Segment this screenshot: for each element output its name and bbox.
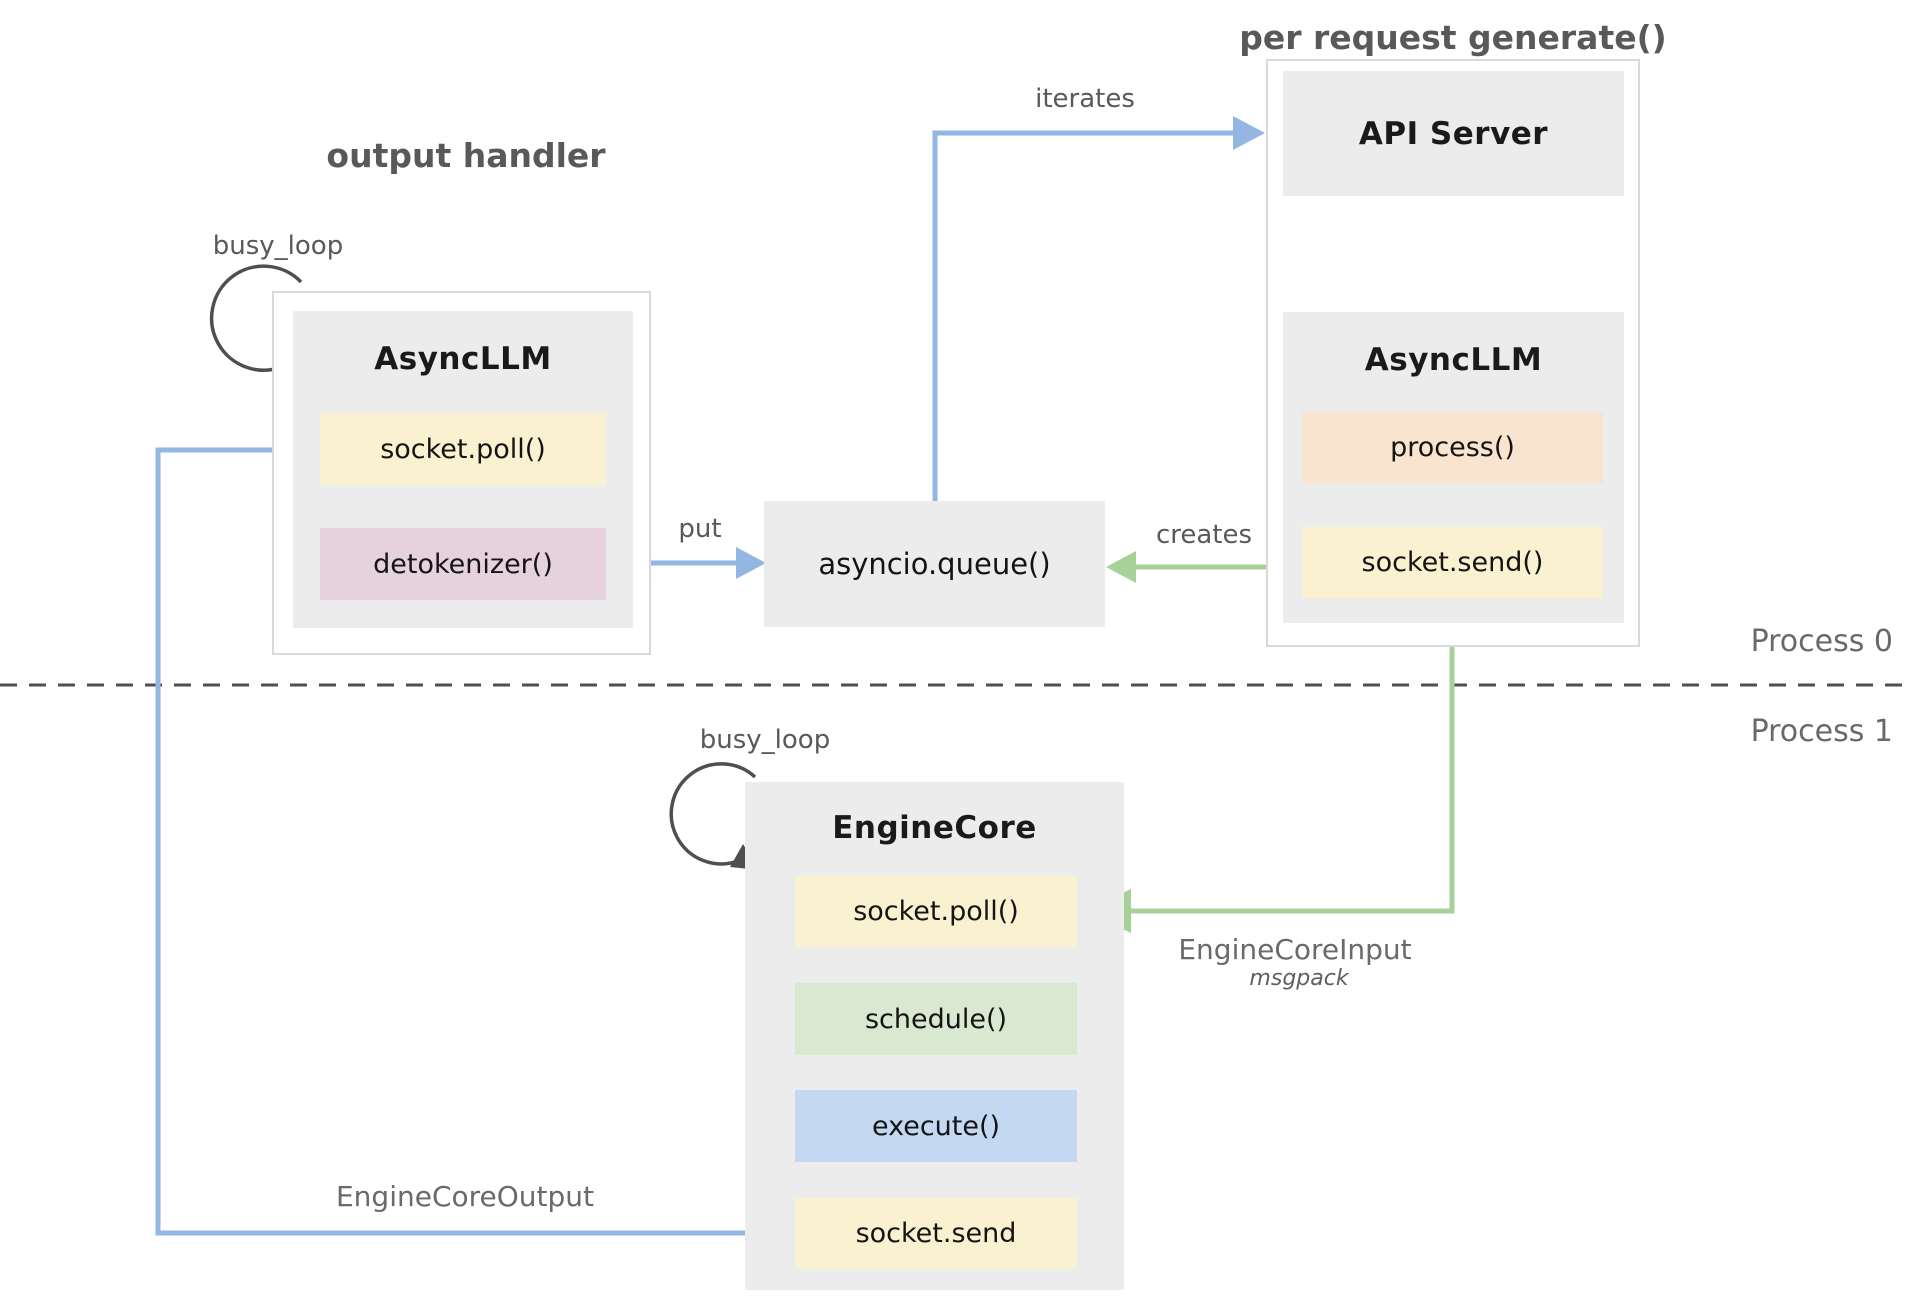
async-llm-right-title: AsyncLLM [1364, 342, 1543, 378]
iterates-edge [932, 130, 1236, 501]
method-socket-send-engine: socket.send [795, 1198, 1077, 1269]
engine-core-title: EngineCore [832, 810, 1037, 846]
creates-arrowhead [1106, 551, 1136, 583]
busy-loop-top-label: busy_loop [212, 231, 344, 261]
method-execute: execute() [795, 1090, 1077, 1162]
output-handler-title: output handler [326, 136, 606, 175]
busy-loop-bottom-label: busy_loop [699, 725, 831, 755]
engine-core-input-label: EngineCoreInput [1178, 933, 1412, 966]
asyncio-queue-node: asyncio.queue() [764, 501, 1105, 627]
iterates-label: iterates [1035, 84, 1135, 114]
async-llm-right-node: AsyncLLM process() socket.send() [1283, 312, 1624, 623]
async-llm-left-title: AsyncLLM [374, 341, 552, 377]
method-socket-send-right: socket.send() [1302, 527, 1603, 598]
method-socket-poll-left: socket.poll() [320, 413, 606, 485]
api-server-node: API Server [1283, 71, 1624, 196]
process-0-label: Process 0 [1750, 624, 1893, 659]
method-process: process() [1302, 412, 1603, 483]
per-request-generate-title: per request generate() [1239, 18, 1667, 57]
msgpack-label: msgpack [1249, 966, 1349, 991]
method-socket-poll-engine: socket.poll() [795, 876, 1077, 947]
engine-core-output-label: EngineCoreOutput [335, 1180, 595, 1213]
process-1-label: Process 1 [1750, 714, 1893, 749]
creates-label: creates [1155, 520, 1253, 550]
method-detokenizer: detokenizer() [320, 528, 606, 600]
engine-core-node: EngineCore socket.poll() schedule() exec… [745, 782, 1124, 1290]
api-server-title: API Server [1358, 115, 1549, 152]
iterates-arrowhead [1233, 116, 1265, 150]
put-label: put [678, 514, 722, 544]
busy-loop-bottom-arc [669, 762, 757, 866]
method-schedule: schedule() [795, 983, 1077, 1055]
put-arrowhead [736, 547, 766, 579]
async-llm-left-node: AsyncLLM socket.poll() detokenizer() [293, 311, 633, 628]
